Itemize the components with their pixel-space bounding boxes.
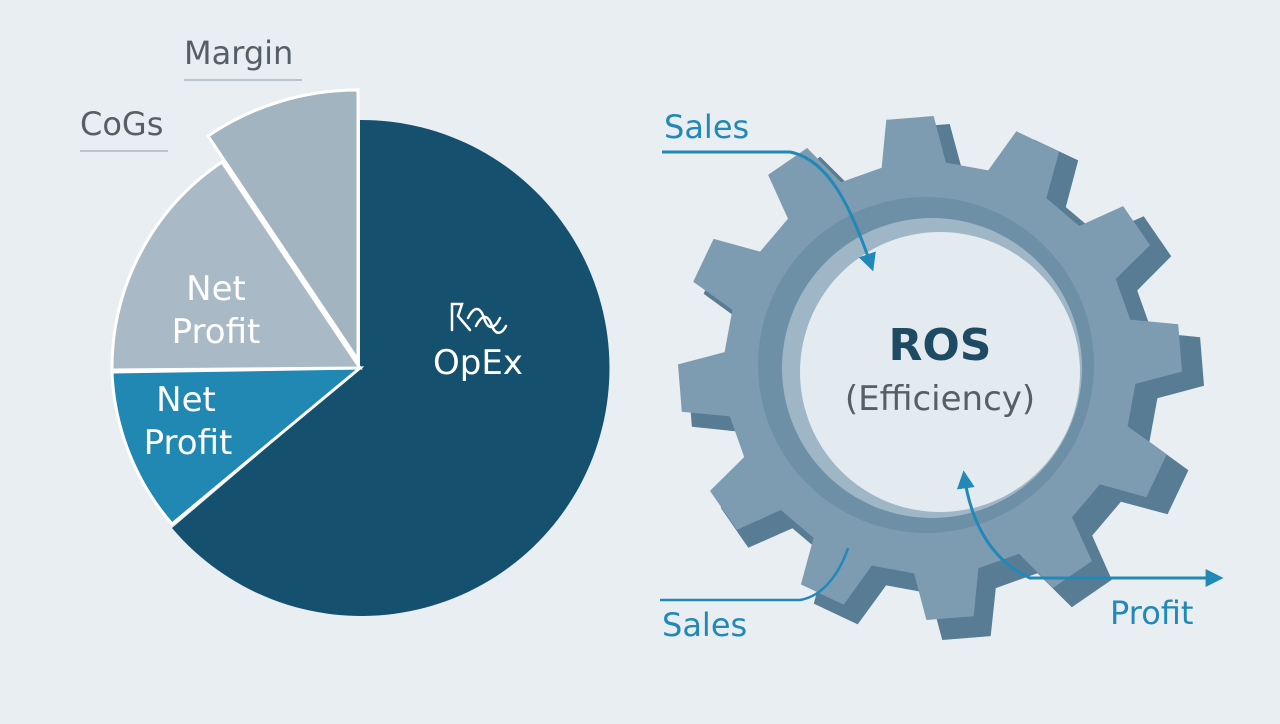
margin-label: Margin [184,34,293,72]
net-profit-blue-label-line1: Net [156,380,216,420]
pie-slice-margin [205,88,360,365]
opex-logo-icon [450,302,508,334]
sales-bottom-label: Sales [662,606,747,644]
net-profit-grey-label-line2: Profit [172,312,261,352]
sales-in-arrow [662,150,876,272]
net-profit-grey-label-line1: Net [186,269,246,309]
pie-slice-net-profit-blue [110,366,365,527]
sales-bottom-line [660,547,850,602]
opex-label: OpEx [433,343,523,383]
profit-out-arrow [956,470,1224,587]
sales-top-label: Sales [664,108,749,146]
cogs-label: CoGs [80,105,163,143]
gear-diagram: ROS (Efficiency) Sales Profit Sales [660,108,1224,644]
pie-slice-net-profit-grey [110,159,363,372]
profit-label: Profit [1110,594,1193,632]
pie-chart: OpEx Net Profit Net Profit Margin CoGs [80,34,610,616]
net-profit-blue-label-line2: Profit [144,423,233,463]
ros-subtitle: (Efficiency) [845,379,1035,419]
pie-slice-opex [172,119,610,616]
gear-hole [800,232,1080,512]
ros-title: ROS [889,320,992,371]
